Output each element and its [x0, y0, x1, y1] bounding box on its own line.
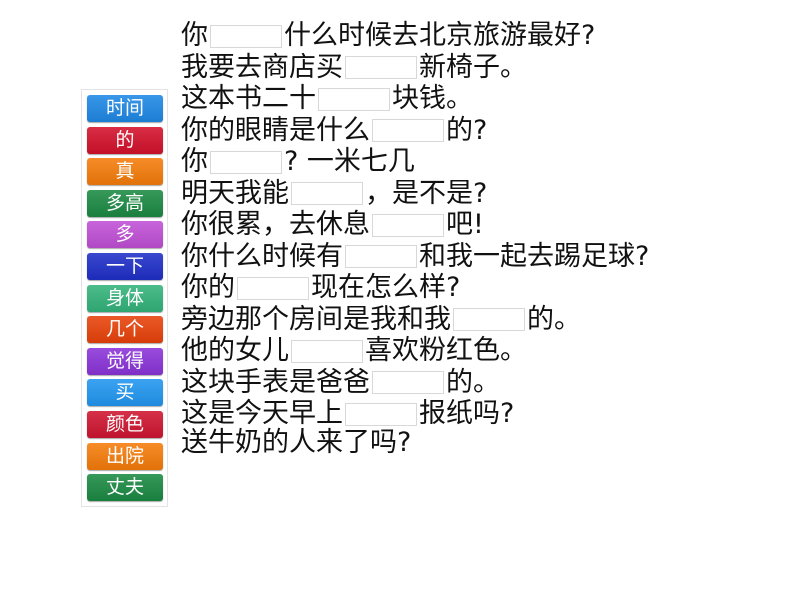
sentence-text-before: 我要去商店买 — [181, 51, 343, 83]
sentence-text-before: 你的 — [181, 272, 235, 303]
answer-drop-slot[interactable] — [291, 339, 363, 363]
answer-drop-slot[interactable] — [372, 119, 444, 142]
word-tile[interactable]: 颜色 — [87, 411, 163, 438]
sentence-text-before: 你的眼睛是什么 — [181, 114, 370, 146]
sentence-text-after: 和我一起去踢足球? — [419, 240, 650, 272]
sentence-text-after: 什么时候去北京旅游最好? — [284, 20, 596, 51]
word-tile[interactable]: 一下 — [87, 253, 163, 280]
answer-drop-slot[interactable] — [345, 56, 417, 79]
sentence-text-after: 新椅子。 — [419, 51, 527, 83]
sentence-row: 你的 现在怎么样? — [181, 272, 460, 304]
sentence-row: 他的女儿 喜欢粉红色。 — [181, 335, 527, 367]
sentence-row: 这是今天早上 报纸吗? — [181, 398, 514, 430]
word-tile[interactable]: 多高 — [87, 189, 163, 217]
sentence-text-after: 块钱。 — [392, 83, 473, 114]
word-tile[interactable]: 觉得 — [87, 347, 163, 375]
answer-drop-slot[interactable] — [345, 402, 417, 426]
word-tile[interactable]: 多 — [87, 221, 163, 249]
sentence-text-after: 现在怎么样? — [311, 272, 461, 303]
sentence-text-before: 这本书二十 — [181, 83, 316, 114]
sentence-row: 你 ? 一米七几 — [181, 146, 415, 178]
sentence-text-before: 明天我能 — [181, 177, 289, 209]
sentence-text-before: 你 — [181, 146, 208, 177]
sentence-row: 这本书二十 块钱。 — [181, 83, 473, 115]
word-tile[interactable]: 时间 — [87, 95, 163, 122]
answer-drop-slot[interactable] — [318, 87, 390, 111]
sentence-text-before: 这块手表是爸爸 — [181, 366, 370, 398]
answer-drop-slot[interactable] — [210, 150, 282, 174]
sentence-text-before: 他的女儿 — [181, 335, 289, 366]
answer-drop-slot[interactable] — [291, 182, 363, 205]
word-bank: 时间的真多高多一下身体几个觉得买颜色出院丈夫 — [81, 89, 168, 507]
sentence-text-after: ? 一米七几 — [284, 146, 415, 177]
sentence-row: 明天我能 ，是不是? — [181, 178, 487, 210]
word-tile[interactable]: 买 — [87, 379, 163, 407]
sentence-text-before: 你什么时候有 — [181, 240, 343, 272]
sentence-row: 你的眼睛是什么 的? — [181, 115, 487, 147]
sentence-text-before: 你很累，去休息 — [181, 209, 370, 240]
sentence-text-after: 的? — [446, 114, 488, 146]
answer-drop-slot[interactable] — [453, 308, 525, 331]
sentence-row: 你很累，去休息 吧! — [181, 209, 484, 241]
answer-drop-slot[interactable] — [372, 371, 444, 394]
word-tile[interactable]: 丈夫 — [87, 474, 163, 502]
word-tile[interactable]: 的 — [87, 126, 163, 154]
sentence-text-after: ，是不是? — [365, 177, 488, 209]
sentence-row: 你 什么时候去北京旅游最好? — [181, 20, 595, 52]
sentence-text-after: 的。 — [527, 303, 581, 335]
sentence-text-after: 喜欢粉红色。 — [365, 335, 527, 366]
answer-drop-slot[interactable] — [345, 245, 417, 268]
sentence-text-before: 这是今天早上 — [181, 398, 343, 429]
sentence-text-after: 报纸吗? — [419, 398, 515, 429]
sentence-text-after: 吧! — [446, 209, 484, 240]
word-tile[interactable]: 出院 — [87, 442, 163, 470]
answer-drop-slot[interactable] — [237, 276, 309, 300]
sentence-row: 旁边那个房间是我和我 的。 — [181, 304, 581, 336]
answer-drop-slot[interactable] — [372, 213, 444, 237]
answer-drop-slot[interactable] — [210, 24, 282, 48]
sentence-text-before: 你 — [181, 20, 208, 51]
sentence-row: 送牛奶的人来了吗? — [181, 427, 411, 459]
sentence-text-before: 旁边那个房间是我和我 — [181, 303, 451, 335]
word-tile[interactable]: 几个 — [87, 316, 163, 344]
word-tile[interactable]: 真 — [87, 158, 163, 186]
sentence-text-after: 的。 — [446, 366, 500, 398]
sentence-row: 这块手表是爸爸 的。 — [181, 367, 500, 399]
sentence-row: 你什么时候有 和我一起去踢足球? — [181, 241, 649, 273]
sentence-text-before: 送牛奶的人来了吗? — [181, 427, 412, 458]
sentence-row: 我要去商店买 新椅子。 — [181, 52, 527, 84]
word-tile[interactable]: 身体 — [87, 284, 163, 312]
